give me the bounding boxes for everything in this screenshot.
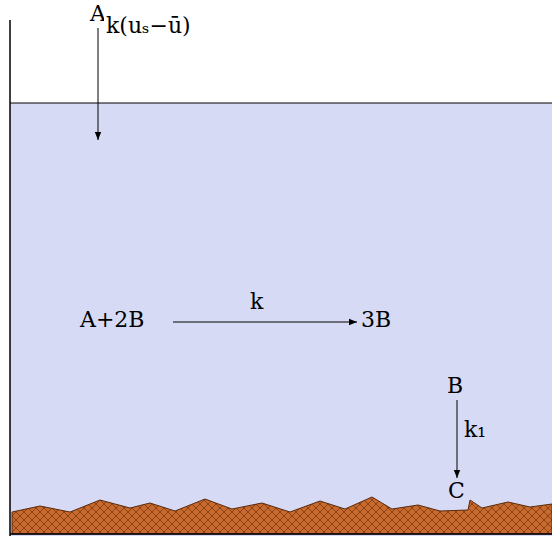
reaction-label: 3B: [361, 308, 391, 332]
species-label: C: [446, 479, 467, 503]
reaction-label: A+2B: [80, 308, 145, 332]
tank-bottom: [10, 533, 552, 535]
rate-label: k₁: [464, 418, 486, 442]
surface-line: [10, 103, 552, 104]
species-label: B: [447, 374, 463, 398]
rate-label: k(uₛ−ū): [104, 14, 193, 38]
sediment: [12, 497, 552, 534]
reaction-arrow: [173, 322, 357, 323]
tank-wall: [9, 20, 11, 536]
rate-label: k: [250, 290, 263, 314]
inflow-arrow: [98, 28, 99, 140]
liquid: [10, 103, 552, 536]
deposition-arrow: [457, 400, 458, 478]
